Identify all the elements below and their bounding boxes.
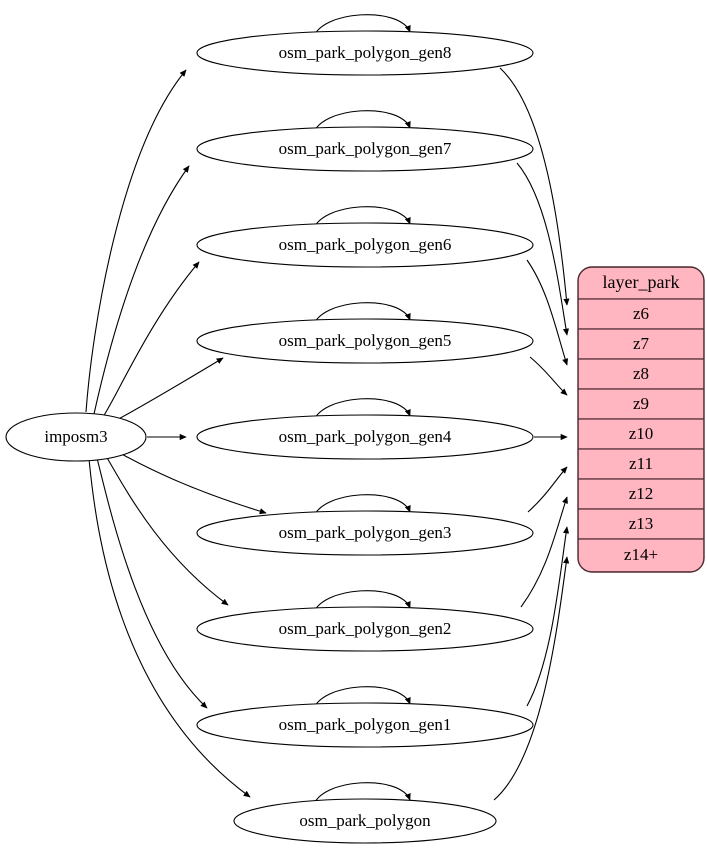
gen7-ellipse[interactable] (196, 126, 534, 172)
table-row-z12[interactable] (578, 478, 704, 510)
edge-gen1-to-z13 (526, 526, 570, 707)
edge-imposm3-to-gen5 (114, 357, 224, 422)
node-osm-park-polygon-gen3[interactable]: osm_park_polygon_gen3 (196, 510, 534, 556)
edge-imposm3-to-gen3 (117, 451, 267, 515)
table-row-label-z7: z7 (633, 334, 650, 353)
self-loop-gen5 (312, 302, 411, 328)
gen6-label: osm_park_polygon_gen6 (279, 235, 452, 254)
edge-imposm3-to-gen2 (105, 455, 229, 606)
edge-gen8-to-z6 (499, 67, 570, 306)
polygon-label: osm_park_polygon (299, 811, 431, 830)
edge-imposm3-to-gen6 (102, 261, 200, 418)
self-loops (312, 14, 411, 808)
table-row-z10[interactable] (578, 418, 704, 450)
edge-gen3-to-z11 (527, 466, 568, 513)
edge-gen6-to-z8 (526, 259, 569, 366)
edge-polygon-to-z14plus (493, 556, 570, 801)
table-row-label-z12: z12 (629, 484, 654, 503)
polygon-ellipse[interactable] (233, 798, 497, 844)
self-loop-gen6 (312, 206, 411, 232)
edge-imposm3-to-polygon (88, 458, 251, 798)
gen4-ellipse[interactable] (196, 414, 534, 460)
self-loop-polygon (312, 782, 411, 808)
gen8-ellipse[interactable] (196, 30, 534, 76)
edge-imposm3-to-gen8 (85, 69, 187, 413)
table-row-label-z13: z13 (629, 514, 654, 533)
table-row-label-z11: z11 (629, 454, 653, 473)
table-row-z11[interactable] (578, 448, 704, 480)
table-row-z13[interactable] (578, 508, 704, 540)
edge-gen7-to-z7 (516, 162, 570, 336)
gen5-ellipse[interactable] (196, 318, 534, 364)
table-row-label-z8: z8 (633, 364, 649, 383)
table-header-label: layer_park (603, 272, 680, 292)
self-loop-gen7 (312, 110, 411, 136)
table-row-label-z6: z6 (633, 304, 649, 323)
gen2-label: osm_park_polygon_gen2 (279, 619, 452, 638)
edge-gen5-to-z9 (529, 356, 568, 396)
imposm3-label: imposm3 (44, 427, 107, 446)
node-osm-park-polygon-gen4[interactable]: osm_park_polygon_gen4 (196, 414, 534, 460)
node-osm-park-polygon-gen5[interactable]: osm_park_polygon_gen5 (196, 318, 534, 364)
imposm3-ellipse[interactable] (5, 412, 147, 462)
table-outline (577, 266, 705, 573)
edges-to-layer-park (493, 67, 570, 801)
edge-imposm3-to-gen1 (96, 457, 208, 709)
gen7-label: osm_park_polygon_gen7 (279, 139, 452, 158)
node-osm-park-polygon-gen8[interactable]: osm_park_polygon_gen8 (196, 30, 534, 76)
edge-gen2-to-z12 (520, 496, 568, 608)
edges-from-imposm3 (85, 69, 267, 798)
gen1-ellipse[interactable] (196, 702, 534, 748)
table-row-label-z9: z9 (633, 394, 649, 413)
gen6-ellipse[interactable] (196, 222, 534, 268)
gen4-label: osm_park_polygon_gen4 (279, 427, 452, 446)
node-osm-park-polygon-gen1[interactable]: osm_park_polygon_gen1 (196, 702, 534, 748)
gen3-ellipse[interactable] (196, 510, 534, 556)
node-osm-park-polygon-gen6[interactable]: osm_park_polygon_gen6 (196, 222, 534, 268)
node-osm-park-polygon[interactable]: osm_park_polygon (233, 798, 497, 844)
node-imposm3[interactable]: imposm3 (5, 412, 147, 462)
self-loop-gen8 (312, 14, 411, 40)
table-row-label-z14plus: z14+ (624, 545, 658, 564)
self-loop-gen1 (312, 686, 411, 712)
node-layer-park-table[interactable]: layer_park z6 z7 z8 z9 z10 z11 z12 z13 z… (577, 266, 705, 573)
table-row-z9[interactable] (578, 388, 704, 420)
table-row-label-z10: z10 (629, 424, 654, 443)
self-loop-gen4 (312, 398, 411, 424)
edge-imposm3-to-gen7 (93, 165, 190, 415)
gen3-label: osm_park_polygon_gen3 (279, 523, 452, 542)
gen1-label: osm_park_polygon_gen1 (279, 715, 452, 734)
node-osm-park-polygon-gen2[interactable]: osm_park_polygon_gen2 (196, 606, 534, 652)
node-osm-park-polygon-gen7[interactable]: osm_park_polygon_gen7 (196, 126, 534, 172)
table-row-z14plus[interactable] (578, 538, 704, 572)
gen5-label: osm_park_polygon_gen5 (279, 331, 452, 350)
table-row-z7[interactable] (578, 328, 704, 360)
self-loop-gen3 (312, 494, 411, 520)
self-loop-gen2 (312, 590, 411, 616)
gen8-label: osm_park_polygon_gen8 (279, 43, 452, 62)
gen2-ellipse[interactable] (196, 606, 534, 652)
